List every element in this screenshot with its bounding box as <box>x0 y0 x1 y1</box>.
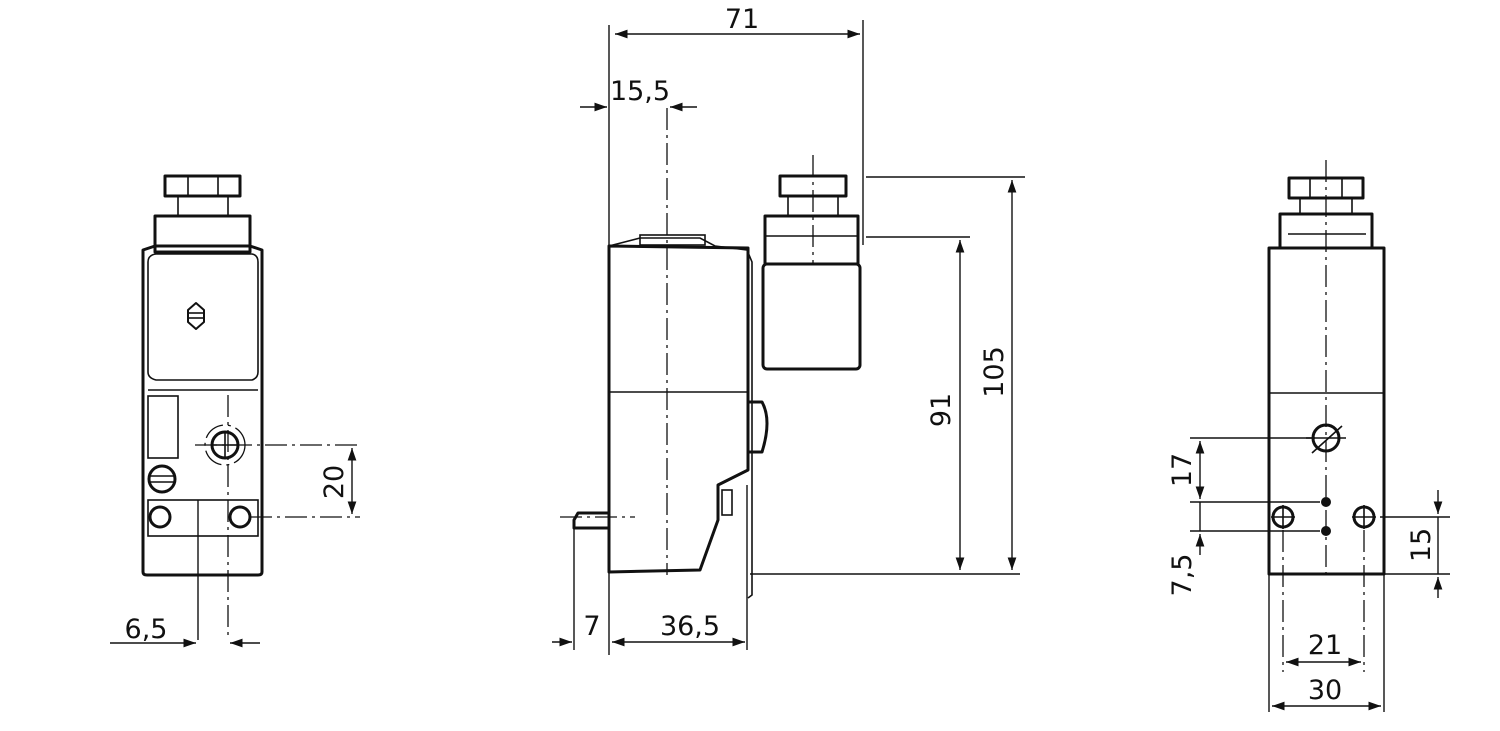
dimension-label-105: 105 <box>979 346 1010 398</box>
dimension-label-15-5: 15,5 <box>610 76 670 107</box>
dimension-label-91: 91 <box>926 393 957 427</box>
dimension-label-71: 71 <box>725 4 759 35</box>
hex-nut-icon <box>163 174 242 217</box>
dimension-label-7-5: 7,5 <box>1167 554 1198 597</box>
dimension-label-30: 30 <box>1308 675 1342 706</box>
dimension-label-15: 15 <box>1406 528 1437 562</box>
hexagon-marker-icon <box>187 302 205 330</box>
dimension-label-36-5: 36,5 <box>660 611 720 642</box>
right-view: 17 7,5 15 21 30 <box>1167 160 1450 712</box>
dimension-label-7: 7 <box>583 611 600 642</box>
dimension-label-20: 20 <box>319 465 350 499</box>
dimension-label-21: 21 <box>1308 630 1342 661</box>
dimension-label-6-5: 6,5 <box>125 614 168 645</box>
middle-view: 71 15,5 7 36,5 <box>552 4 1025 655</box>
dimension-label-17: 17 <box>1167 453 1198 487</box>
screw-icon <box>147 464 177 494</box>
left-view: 20 6,5 <box>110 174 360 648</box>
